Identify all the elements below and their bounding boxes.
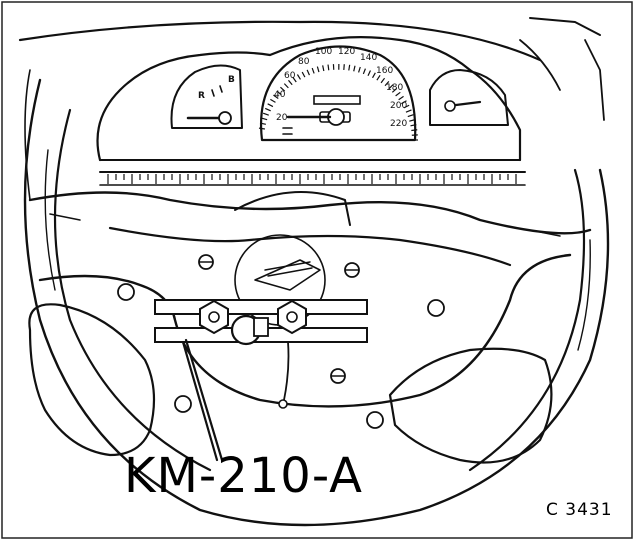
speedo-label-60: 60	[284, 71, 296, 81]
screw	[330, 368, 346, 384]
figure-number: C 3431	[546, 500, 613, 520]
speedometer-tick	[322, 65, 325, 72]
screw	[427, 299, 445, 317]
speedometer-tick	[267, 103, 274, 108]
speedo-label-180: 180	[386, 83, 403, 93]
dashboard	[18, 17, 605, 201]
tool-label: KM-210-A	[124, 448, 363, 504]
speedometer-tick	[388, 84, 394, 90]
fuel-mark-b: B	[228, 75, 235, 85]
speedometer-tick	[367, 70, 371, 76]
speedometer-tick	[306, 69, 310, 76]
speedometer-scale-labels: 20 40 60 80 100 120 140 160 180 200 220	[274, 47, 407, 129]
speedometer-tick	[316, 66, 320, 73]
speedometer-tick	[384, 80, 390, 87]
speedo-label-200: 200	[390, 101, 407, 111]
screw	[366, 411, 384, 429]
speedometer-tick	[358, 66, 361, 73]
temperature-gauge	[429, 69, 509, 126]
fuel-gauge: R B	[170, 64, 243, 129]
speedometer-tick	[270, 98, 276, 103]
steering-wheel-rim	[23, 78, 610, 527]
fuel-mark-r: R	[198, 91, 205, 101]
steering-wheel-spoke-plate	[28, 191, 592, 408]
speedometer-tick	[395, 91, 401, 97]
screw	[198, 254, 214, 270]
speedometer: 20 40 60 80 100 120 140 160 180 200 220	[258, 45, 418, 142]
speedometer-tick	[398, 95, 404, 101]
speedometer-tick	[407, 114, 414, 118]
speedometer-tick	[296, 74, 301, 80]
speedometer-tick	[410, 124, 417, 127]
speedometer-tick	[273, 94, 279, 99]
speedometer-tick	[292, 76, 297, 83]
speedo-label-120: 120	[338, 47, 355, 57]
wheel-grips	[28, 303, 553, 464]
speedometer-tick	[348, 64, 351, 71]
speedometer-tick	[288, 79, 293, 86]
speedometer-tick	[264, 107, 271, 112]
speedometer-tick	[283, 83, 289, 89]
speedometer-tick	[409, 119, 416, 122]
speedometer-tick	[301, 71, 306, 78]
screw	[174, 395, 192, 413]
speedometer-tick	[276, 90, 282, 96]
speedo-label-160: 160	[376, 66, 393, 76]
speedometer-tick	[401, 100, 407, 105]
plate-screws	[117, 254, 445, 429]
speedo-label-220: 220	[390, 119, 407, 129]
speedometer-tick	[262, 112, 269, 116]
speedo-label-20: 20	[276, 113, 288, 123]
speedometer-tick	[258, 127, 266, 130]
speedo-label-100: 100	[315, 47, 332, 57]
speedometer-tick	[391, 87, 398, 93]
speedo-label-140: 140	[360, 53, 377, 63]
speedometer-tick	[311, 67, 315, 74]
dash-strip-ticks	[107, 174, 517, 184]
speedometer-ticks	[258, 63, 418, 141]
speedometer-tick	[411, 129, 418, 132]
speedometer-tick	[280, 86, 286, 92]
screw	[344, 262, 360, 278]
screw	[117, 283, 135, 301]
speedometer-tick	[405, 109, 412, 113]
speedometer-tick	[372, 72, 376, 79]
speedo-label-40: 40	[274, 90, 286, 100]
speedo-label-80: 80	[298, 57, 310, 67]
label-leader-line	[181, 338, 224, 462]
speedometer-tick	[362, 68, 366, 75]
speedometer-tick	[261, 117, 268, 121]
special-tool-km-210-a	[154, 299, 368, 409]
speedometer-tick	[259, 122, 266, 125]
speedometer-tick	[353, 65, 356, 72]
speedometer-tick	[380, 77, 386, 84]
speedometer-tick	[376, 75, 381, 81]
speedometer-tick	[403, 104, 410, 109]
speedometer-tick	[327, 64, 330, 71]
